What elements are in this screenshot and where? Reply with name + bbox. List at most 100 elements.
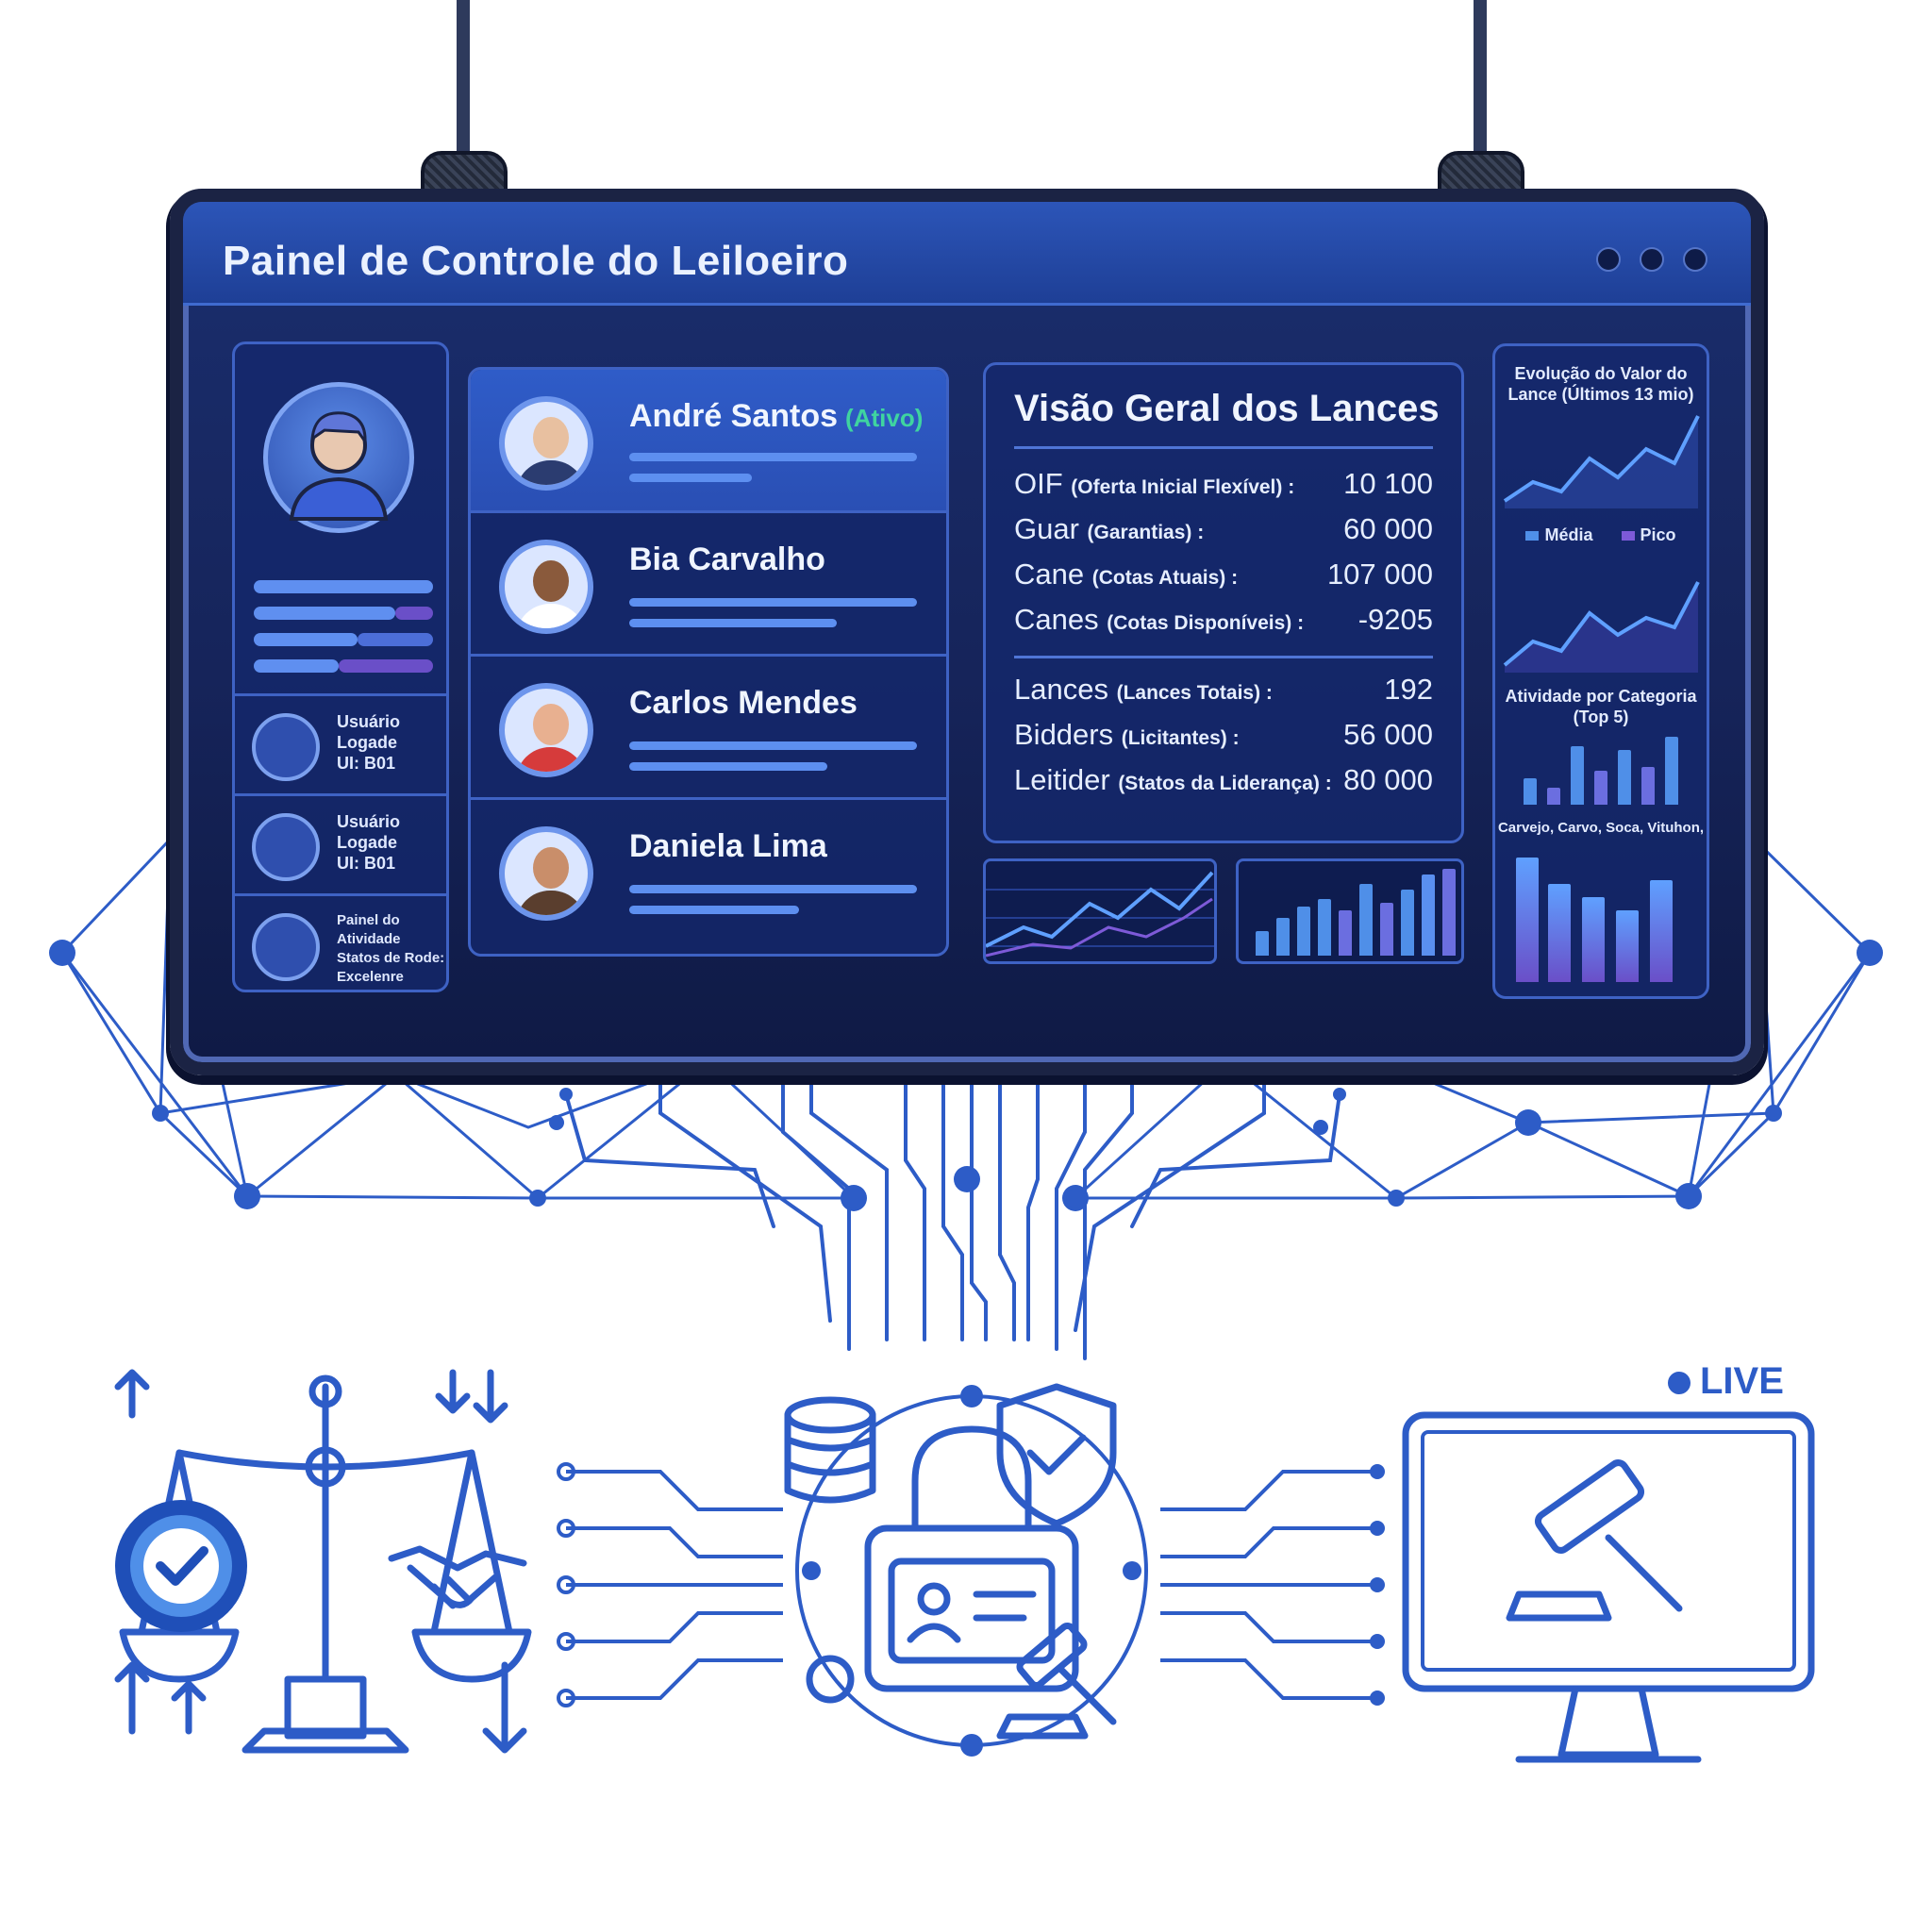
user-id: UI: B01 [337, 854, 396, 873]
stat-label: Cane [1014, 558, 1085, 591]
security-cluster [784, 1383, 1148, 1757]
category-large-bars[interactable] [1505, 846, 1699, 988]
trend-line-chart[interactable] [983, 858, 1217, 964]
chart-bar [1380, 903, 1393, 956]
activity-label: Painel do Atividade [337, 912, 401, 947]
chart-bar [1641, 767, 1655, 805]
hanging-cable-left [457, 0, 470, 165]
stat-detail: (Cotas Disponíveis) : [1107, 612, 1305, 634]
chart-bar [1359, 884, 1373, 956]
user-label: Usuário [337, 812, 401, 831]
stat-label: Bidders [1014, 718, 1114, 751]
stat-value: 56 000 [1343, 718, 1433, 751]
bidder-item[interactable]: André Santos(Ativo) [471, 370, 946, 510]
chart-bar [1571, 746, 1584, 805]
monitor-gavel-icon[interactable] [1396, 1406, 1821, 1783]
logged-user-row[interactable]: Usuário Logade UI: B01 [235, 793, 446, 893]
profile-stat-bar [395, 607, 433, 620]
category-title: Atividade por Categoria (Top 5) [1505, 687, 1697, 726]
bidder-item[interactable]: Carlos Mendes [471, 654, 946, 797]
chart-legend: Média Pico [1495, 525, 1707, 545]
stat-value: -9205 [1357, 603, 1433, 636]
evolution-title: Evolução do Valor do Lance (Últimos 13 m… [1507, 364, 1694, 404]
stat-detail: (Cotas Atuais) : [1091, 567, 1239, 589]
window-control-dot[interactable] [1640, 247, 1664, 272]
bidder-avatar [499, 683, 593, 777]
live-badge: LIVE [1668, 1360, 1784, 1403]
verified-badge-icon [115, 1500, 247, 1632]
stat-row: OIF (Oferta Inicial Flexível) :10 100 [1014, 467, 1433, 501]
chart-bar [1524, 778, 1537, 805]
bidder-info-line [629, 474, 752, 482]
chart-bar [1339, 910, 1352, 956]
circuit-lines-left [557, 1462, 783, 1707]
evolution-area-chart[interactable] [1495, 407, 1707, 510]
overview-title: Visão Geral dos Lances [1014, 388, 1440, 429]
activity-row[interactable]: Painel do Atividade Statos de Rode: Exce… [235, 893, 446, 993]
gavel-icon [996, 1622, 1117, 1740]
category-labels: Carvejo, Carvo, Soca, Vituhon, [1497, 820, 1705, 836]
live-label: LIVE [1700, 1360, 1784, 1402]
dashboard-title: Painel de Controle do Leiloeiro [223, 238, 849, 284]
stat-value: 10 100 [1343, 467, 1433, 500]
bidder-avatar [499, 396, 593, 491]
profile-stat-bar [358, 633, 433, 646]
stat-label: Leitider [1014, 763, 1110, 796]
chart-bar [1297, 907, 1310, 956]
padlock-icon [864, 1425, 1079, 1692]
stat-label: OIF [1014, 467, 1063, 500]
bidder-list: André Santos(Ativo) Bia Carvalho Carlos … [468, 367, 949, 957]
chart-bar [1442, 869, 1456, 956]
user-id: UI: B01 [337, 754, 396, 773]
user-avatar [252, 813, 320, 881]
window-controls [1596, 247, 1707, 272]
scale-icon [114, 1369, 532, 1754]
profile-stat-bar [339, 659, 433, 673]
trend-line-graphic [985, 871, 1214, 958]
stat-value: 107 000 [1326, 558, 1433, 591]
peak-area-chart[interactable] [1495, 561, 1707, 675]
chart-bar [1547, 788, 1560, 805]
activity-status-value: Excelenre [337, 969, 404, 985]
id-card-icon [888, 1557, 1056, 1664]
profile-panel: Usuário Logade UI: B01 Usuário Logade UI… [232, 341, 449, 992]
bidder-info-line [629, 598, 917, 607]
shield-check-icon [996, 1383, 1117, 1527]
chart-bar [1256, 931, 1269, 956]
live-dot-icon [1668, 1372, 1690, 1395]
chart-bar [1665, 737, 1678, 805]
window-control-dot[interactable] [1683, 247, 1707, 272]
window-control-dot[interactable] [1596, 247, 1621, 272]
chart-bar [1276, 918, 1290, 956]
bar-chart-small[interactable] [1236, 858, 1464, 964]
stat-row: Guar (Garantias) :60 000 [1014, 512, 1433, 546]
profile-stat-bar [254, 633, 358, 646]
bidder-info-line [629, 619, 837, 627]
legend-item: Pico [1621, 525, 1676, 545]
arrow-down-icon [482, 1661, 527, 1754]
category-bar-chart[interactable] [1505, 735, 1699, 810]
chart-bar [1318, 899, 1331, 956]
bidder-status: (Ativo) [845, 404, 924, 432]
title-bar: Painel de Controle do Leiloeiro [183, 202, 1751, 306]
bidder-avatar [499, 540, 593, 634]
overview-divider [1014, 656, 1433, 658]
stat-value: 192 [1384, 673, 1433, 706]
logged-user-row[interactable]: Usuário Logade UI: B01 [235, 693, 446, 793]
stat-row: Bidders (Licitantes) :56 000 [1014, 718, 1433, 752]
profile-stat-bar [254, 580, 433, 593]
database-icon [784, 1396, 876, 1504]
profile-avatar[interactable] [263, 382, 414, 533]
chart-bar [1582, 897, 1605, 982]
bidder-item[interactable]: Bia Carvalho [471, 510, 946, 654]
stat-detail: (Statos da Liderança) : [1118, 773, 1332, 794]
handshake-icon [388, 1545, 527, 1609]
stat-row: Cane (Cotas Atuais) : 107 000 [1014, 558, 1433, 591]
chart-bar [1422, 874, 1435, 956]
bidder-info-line [629, 762, 827, 771]
chart-bar [1616, 910, 1639, 982]
stat-row: Leitider (Statos da Liderança) :80 000 [1014, 763, 1433, 797]
bidder-item[interactable]: Daniela Lima [471, 797, 946, 941]
user-status: Logade [337, 833, 398, 852]
